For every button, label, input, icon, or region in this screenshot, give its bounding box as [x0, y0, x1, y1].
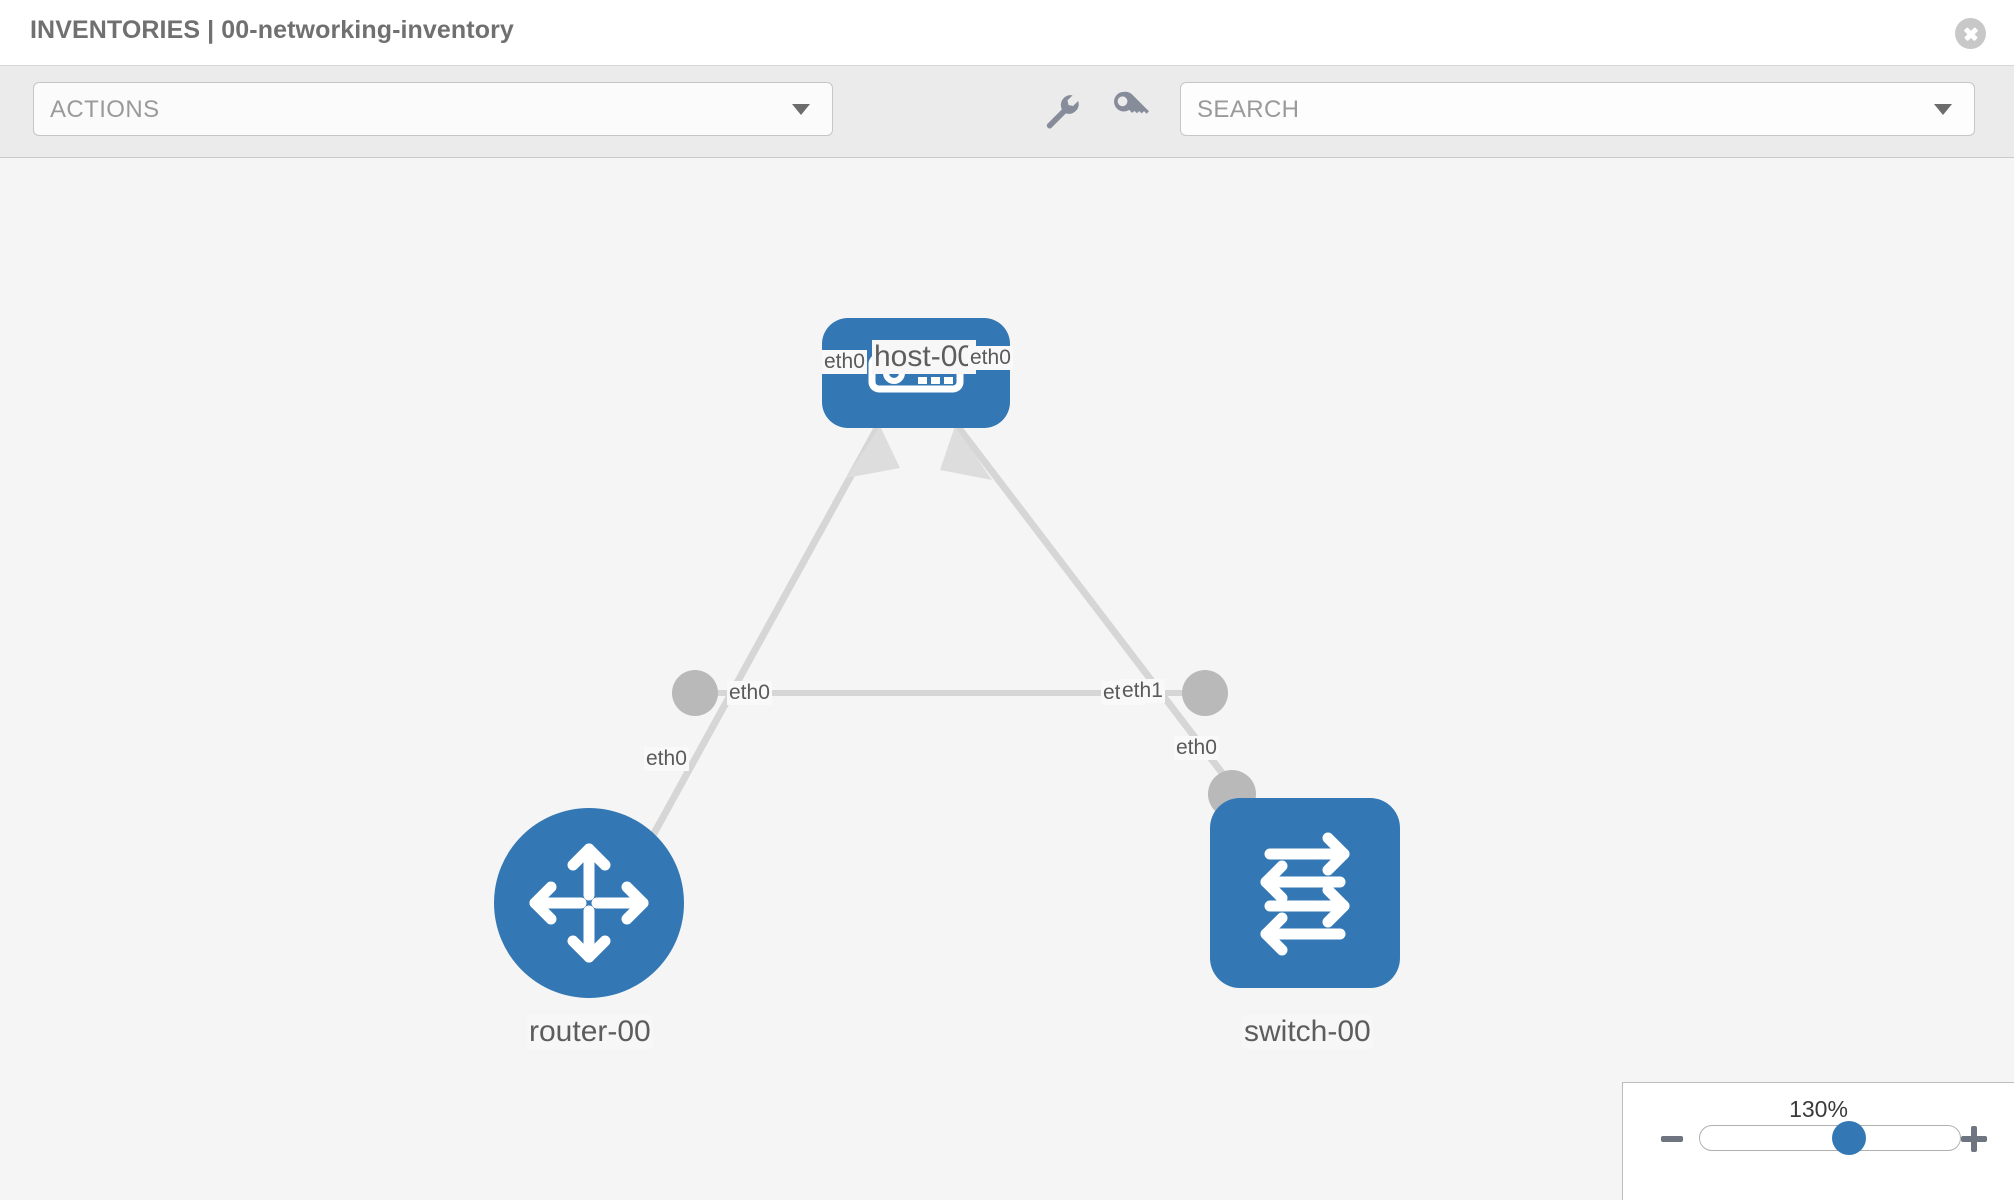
- edge-label-router-host-eth0: eth0: [644, 747, 689, 771]
- zoom-control-panel: 130%: [1622, 1082, 2014, 1200]
- edge-label-switch-router-eth1: eth1: [1120, 679, 1165, 703]
- key-icon[interactable]: [1108, 88, 1150, 130]
- node-label-host-00: host-00: [872, 340, 977, 374]
- close-circle-icon[interactable]: [1955, 18, 1986, 49]
- edge-label-host-router-eth0: eth0: [822, 350, 867, 374]
- topology-toolbar: ACTIONS: [0, 66, 2014, 158]
- zoom-slider-thumb[interactable]: [1832, 1121, 1867, 1155]
- connector-nub-switch-west: [1182, 670, 1228, 716]
- chevron-down-icon[interactable]: [1934, 104, 1952, 115]
- switch-arrows-icon: [1260, 832, 1350, 956]
- connector-nub-router-east: [672, 670, 718, 716]
- actions-dropdown[interactable]: ACTIONS: [33, 82, 833, 136]
- router-arrows-icon: [529, 843, 649, 963]
- wrench-icon[interactable]: [1040, 88, 1082, 130]
- node-router-00[interactable]: [494, 808, 684, 998]
- zoom-level-value: 130%: [1789, 1096, 1848, 1122]
- edge-label-router-switch-eth0: eth0: [727, 681, 772, 705]
- edge-label-host-switch-eth0: eth0: [968, 346, 1013, 370]
- node-label-switch-00: switch-00: [1242, 1015, 1373, 1049]
- topology-canvas[interactable]: host-00 router-00 switch-00 eth0 eth0 et…: [0, 158, 2014, 1200]
- edge-label-switch-host-eth0: eth0: [1174, 736, 1219, 760]
- actions-dropdown-label: ACTIONS: [50, 96, 160, 123]
- zoom-slider-track[interactable]: [1699, 1121, 1961, 1155]
- search-field[interactable]: [1180, 82, 1975, 136]
- topology-edges: [642, 420, 1235, 850]
- chevron-down-icon: [792, 104, 810, 115]
- zoom-in-button[interactable]: [1961, 1126, 1987, 1152]
- breadcrumb: INVENTORIES | 00-networking-inventory: [30, 16, 514, 44]
- node-switch-00[interactable]: [1210, 798, 1400, 988]
- window-title-bar: INVENTORIES | 00-networking-inventory: [0, 0, 2014, 66]
- search-input[interactable]: [1197, 96, 1897, 124]
- zoom-out-button[interactable]: [1661, 1136, 1683, 1142]
- node-label-router-00: router-00: [527, 1015, 653, 1049]
